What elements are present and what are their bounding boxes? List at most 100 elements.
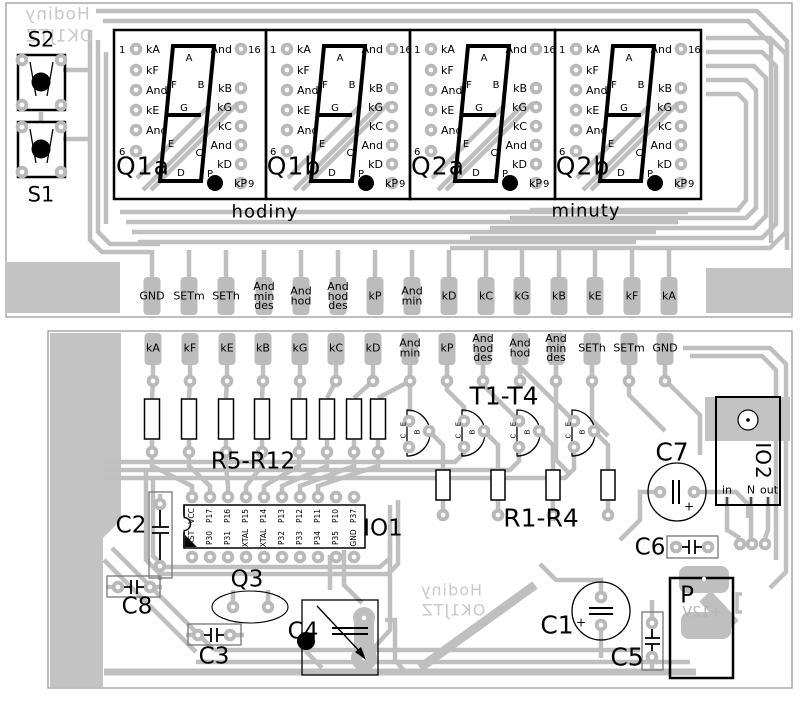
t1-pin-e: E [399,421,408,427]
display-q2b-name: Q2b [555,151,611,181]
connector-pad-label: And hod des [472,331,494,364]
io1-pin: P16 [223,508,232,524]
main-board-outline [47,330,793,689]
t2-pin-e: E [454,421,463,427]
power-12v-mirror: +12V [682,604,722,621]
io1-pin: RST [187,530,196,546]
io1-pin: GND [349,529,358,547]
io2-label: IO2 [750,442,775,480]
capacitor-c1 [571,581,631,641]
t2-pin-c: C [454,433,463,439]
io1-pin: XTAL [241,528,250,548]
connector-pad-label: And hod [509,336,531,359]
resistors-r1-r4 [435,469,616,501]
connector-pad-label: kD [441,289,457,303]
connector-pad-label: And min [399,336,421,359]
display-q2a-name: Q2a [411,151,465,181]
button-s2 [15,53,68,112]
connector-pad-label: GND [652,341,678,355]
connector-pad-label: SETm [173,289,205,303]
capacitor-c8 [106,575,161,598]
connector-pad-label: kE [220,341,234,355]
connector-pad-label: GND [139,289,165,303]
io1-pin: P34 [313,530,322,546]
connector-pad-label: And min [401,284,423,307]
button-s1-label: S1 [27,182,55,207]
connector-pad-label: And hod des [327,279,349,312]
connector-pad-label: kE [588,289,602,303]
connector-pad-label: SETh [212,289,240,303]
c8-label: C8 [121,593,153,620]
t3-pin-c: C [509,433,518,439]
c-shaped-pad [735,592,742,614]
connector-pad-label: And min des [253,279,275,312]
connector-pad-label: kA [662,289,676,303]
minutes-group-label: minuty [551,200,621,222]
bottom-board-traces [102,345,789,676]
copper-pour [50,333,121,687]
t2-pin-b: B [468,429,477,435]
capacitor-c5 [641,611,664,671]
trimmer-c4 [297,599,379,676]
io1-pin: P32 [277,530,286,546]
q3-label: Q3 [230,566,264,593]
pin1-marker [185,535,197,547]
display-frames [112,28,703,201]
t1-t4-label: T1-T4 [469,381,539,411]
io1-pin: P11 [313,508,322,524]
io1-pin: P31 [223,530,232,546]
regulator-io2 [705,396,790,506]
c7-label: C7 [655,437,689,467]
resistors-r5-r12 [143,398,387,440]
io1-pin: P30 [205,530,214,546]
connector-pad-label: kB [552,289,566,303]
connector-pad-label: kG [514,289,530,303]
io1-pin: P33 [295,530,304,546]
trimmer-arrow-head [355,647,366,660]
power-connector-p [668,566,742,680]
c2-label: C2 [115,512,147,539]
io2-pin-in: in [721,483,733,497]
c1-label: C1 [540,610,574,640]
io1-pin: P14 [259,508,268,524]
connector-pad-label: kF [183,341,197,355]
io2-pin-n: N [746,483,756,497]
mirror-silkscreen-line1: Hodiny [24,4,90,25]
transistors-t1-t4 [402,409,601,457]
t4-pin-c: C [564,433,573,439]
r1-r4-label: R1-R4 [503,503,579,533]
display-q1b-name: Q1b [266,151,322,181]
c7-polarity-plus: + [683,499,695,514]
io1-pin: P17 [205,508,214,524]
connector-pad-label: kB [256,341,270,355]
c3-label: C3 [198,643,230,670]
c1-polarity-plus: + [575,615,587,630]
io1-pin: P13 [277,508,286,524]
io1-pin: P10 [331,508,340,524]
button-s1 [15,120,68,179]
capacitor-c6 [666,535,719,559]
t1-pin-b: B [413,429,422,435]
io1-pin: P12 [295,508,304,524]
c6-label: C6 [634,534,666,561]
mirror-silkscreen-line1: Hodiny [419,580,483,600]
top-board-traces [38,8,790,277]
connector-pad-label: SETm [613,341,645,355]
display-board-outline [5,2,793,318]
connector-pad-label: kG [292,341,308,355]
io1-pin: VCC [187,508,196,524]
mirror-silkscreen-line2: OK1JTZ [420,600,486,620]
copper-pour [5,262,120,313]
connector-pad-label: kP [368,289,382,303]
io1-pin: XTAL [259,528,268,548]
connector-pad-label: And min des [545,331,567,364]
t4-pin-e: E [564,421,573,427]
hours-group-label: hodiny [231,201,299,223]
connector-pad-label: And hod [290,284,312,307]
io2-pin-out: out [759,483,779,497]
capacitor-c7 [647,462,707,522]
copper-pour [706,268,792,313]
capacitor-c3 [187,623,242,646]
